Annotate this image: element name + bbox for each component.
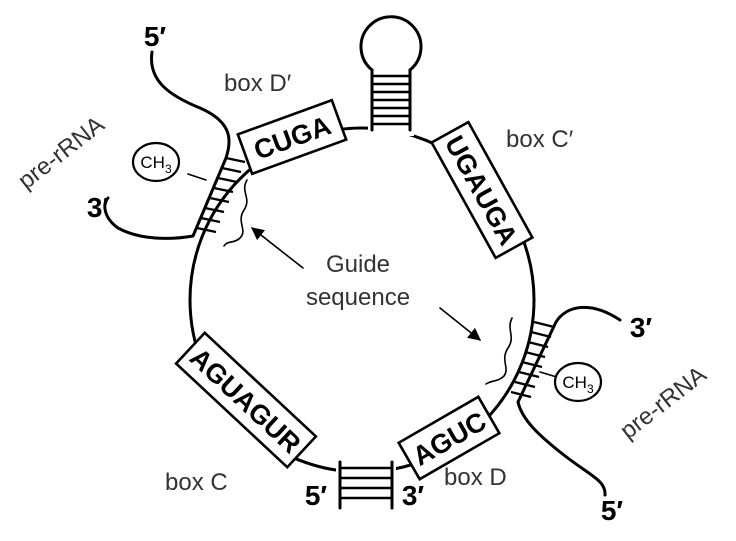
svg-text:CH3: CH3 xyxy=(562,373,594,396)
left-duplex xyxy=(196,156,246,234)
ch3-circle-left xyxy=(131,141,181,183)
box-aguc: AGUC xyxy=(396,395,502,481)
ch3-label-right: CH xyxy=(562,373,587,392)
box-aguagur-text: AGUAGUR xyxy=(184,342,306,459)
svg-text:CH3: CH3 xyxy=(140,153,172,176)
ch3-subscript-left: 3 xyxy=(165,162,172,176)
three-prime-left: 3′ xyxy=(87,192,110,223)
box-aguagur: AGUAGUR xyxy=(174,330,318,470)
box-cuga: CUGA xyxy=(236,98,348,176)
five-prime-bottom-right: 5′ xyxy=(601,495,624,526)
label-sequence: sequence xyxy=(306,284,410,311)
five-prime-stem: 5′ xyxy=(305,480,328,511)
five-prime-top-left: 5′ xyxy=(144,21,167,52)
three-prime-stem: 3′ xyxy=(402,480,425,511)
label-pre-rrna-right: pre-rRNA xyxy=(615,361,711,445)
guide-arrow-lower xyxy=(439,307,481,341)
label-box-c: box C xyxy=(165,469,228,496)
label-box-d-prime: box D′ xyxy=(224,70,292,97)
top-stem-loop xyxy=(359,15,423,136)
ch3-circle-right xyxy=(553,361,603,403)
three-prime-right: 3′ xyxy=(630,312,653,343)
guide-arrow-upper xyxy=(250,227,304,269)
label-box-c-prime: box C′ xyxy=(506,126,574,153)
label-pre-rrna-left: pre-rRNA xyxy=(13,111,109,195)
guide-squiggle-upper xyxy=(223,179,248,247)
ch3-label-left: CH xyxy=(140,153,165,172)
guide-squiggle-lower xyxy=(485,317,513,385)
pre-rrna-strand-right xyxy=(516,305,622,497)
terminal-stem xyxy=(336,455,396,515)
right-duplex xyxy=(510,320,555,399)
label-box-d: box D xyxy=(444,464,507,491)
label-guide: Guide xyxy=(326,251,390,278)
ch3-subscript-right: 3 xyxy=(587,382,594,396)
